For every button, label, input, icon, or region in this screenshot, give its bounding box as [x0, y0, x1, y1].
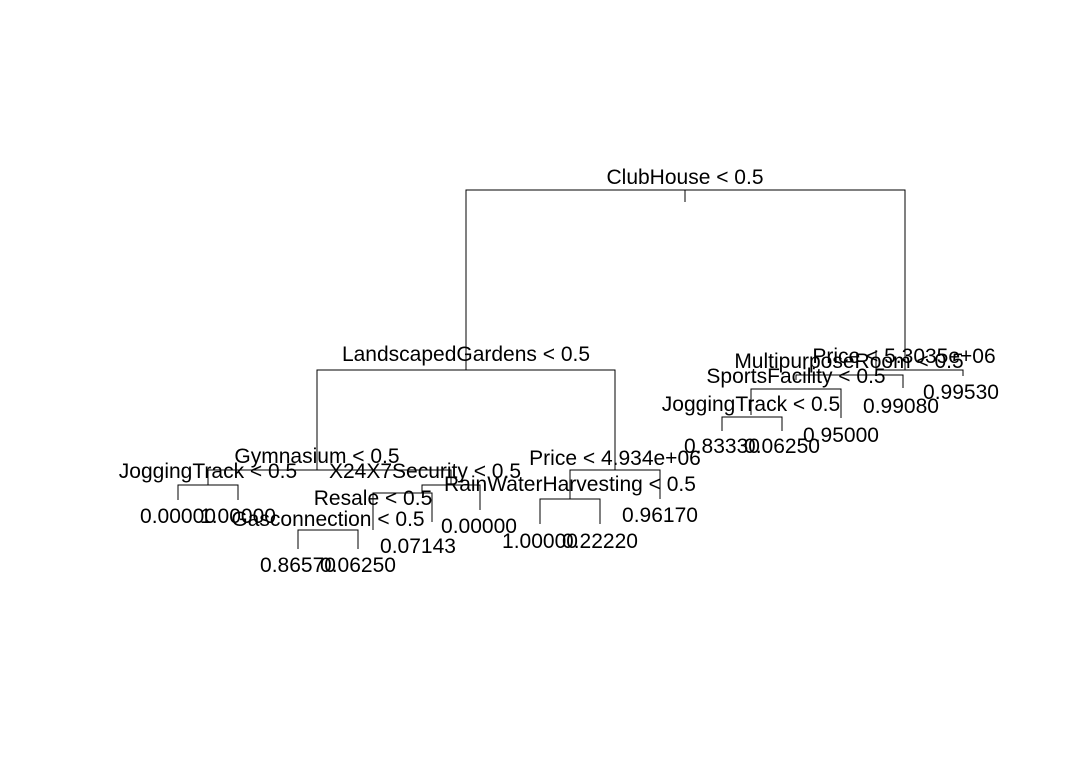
leaf-value: 0.07143 [380, 535, 456, 558]
split-label-RLL: SportsFacility < 0.5 [706, 365, 885, 388]
leaf-value: 0.96170 [622, 504, 698, 527]
leaf-value: 0.00000 [441, 515, 517, 538]
edge-LLL [177, 484, 239, 500]
edge-LLR [421, 484, 481, 510]
split-label-LLR: X24X7Security < 0.5 [329, 460, 521, 483]
leaf-value: 0.83330 [684, 435, 760, 458]
edge-RL [795, 374, 904, 388]
edge-RLL [750, 388, 842, 418]
edge-LL [207, 469, 452, 485]
split-label-LLRL: Resale < 0.5 [314, 487, 433, 510]
edge-LLRL [372, 492, 433, 522]
edge-L [316, 369, 616, 470]
edge-RLLL [721, 416, 783, 431]
edge-LRL [539, 498, 601, 524]
leaf-value: 0.00000 [140, 505, 216, 528]
split-label-LRL: RainWaterHarvesting < 0.5 [444, 473, 696, 496]
split-label-RL: MultipurposeRoom < 0.5 [734, 350, 963, 373]
edge-LLRLL [297, 529, 359, 549]
split-label-R: Price < 5.3035e+06 [812, 345, 995, 368]
split-label-LR: Price < 4.934e+06 [529, 447, 701, 470]
leaf-value: 0.86570 [260, 554, 336, 577]
split-label-L: LandscapedGardens < 0.5 [342, 343, 590, 366]
leaf-value: 1.00000 [502, 530, 578, 553]
leaf-value: 0.95000 [803, 424, 879, 447]
leaf-value: 0.99080 [863, 395, 939, 418]
leaf-value: 0.99530 [923, 381, 999, 404]
leaf-value: 0.22220 [562, 530, 638, 553]
leaf-value: 0.06250 [320, 554, 396, 577]
split-label-LLL: JoggingTrack < 0.5 [119, 460, 297, 483]
split-label-root: ClubHouse < 0.5 [606, 166, 763, 189]
split-label-LLRLL: Gasconnection < 0.5 [231, 508, 424, 531]
split-label-RLLL: JoggingTrack < 0.5 [662, 393, 840, 416]
split-label-LL: Gymnasium < 0.5 [234, 445, 399, 468]
leaf-value: 1.00000 [200, 505, 276, 528]
edge-LR [569, 469, 661, 499]
edge-root [465, 189, 906, 370]
leaf-value: 0.06250 [744, 435, 820, 458]
